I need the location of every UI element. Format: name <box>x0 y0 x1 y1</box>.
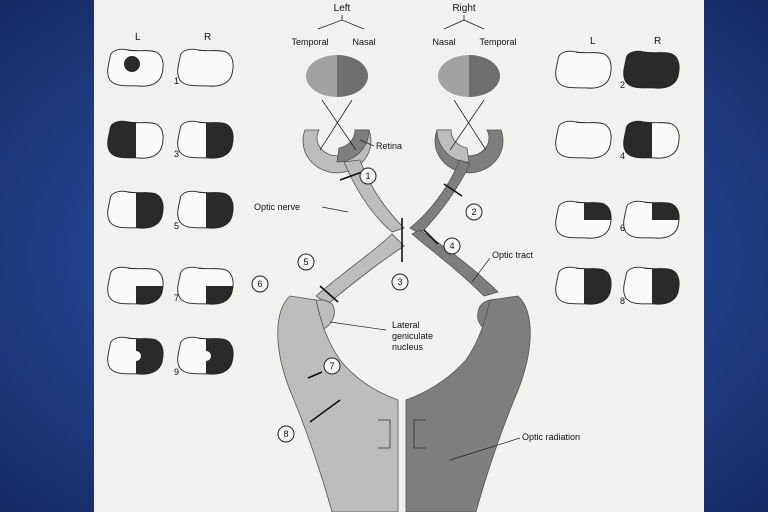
field-loss-shading <box>584 201 612 220</box>
right-optic-radiation <box>405 295 531 512</box>
diagram-page: Left Right Temporal Nasal Nasal Temporal <box>94 0 704 512</box>
left-optic-radiation <box>277 295 399 512</box>
left-nasal-label: Nasal <box>352 37 375 47</box>
right-eye-visual-field <box>438 55 500 97</box>
right-calcarine-fissure <box>413 419 426 449</box>
right-field-header-L: L <box>590 36 596 47</box>
field-oval-l <box>107 336 164 375</box>
right-field-header-R: R <box>654 36 661 47</box>
optic-radiation-label: Optic radiation <box>522 432 580 442</box>
field-loss-shading <box>623 51 680 89</box>
visual-pathway-diagram: Left Right Temporal Nasal Nasal Temporal <box>107 3 680 512</box>
field-loss-shading <box>136 191 164 229</box>
optic-tract-label: Optic tract <box>492 250 534 260</box>
lesion-4: 4 <box>449 241 454 251</box>
left-temporal-label: Temporal <box>291 37 328 47</box>
field-defect-6: 6 <box>555 200 680 239</box>
field-defect-8: 8 <box>555 266 680 306</box>
field-oval-l <box>107 120 164 159</box>
left-field-header-R: R <box>204 32 211 43</box>
field-defect-number: 3 <box>174 149 179 159</box>
right-temporal-label: Temporal <box>479 37 516 47</box>
lgn-label-line2: geniculate <box>392 331 433 341</box>
field-oval-r <box>623 200 680 239</box>
field-oval-l <box>555 120 612 159</box>
lgn-label-line3: nucleus <box>392 342 424 352</box>
field-loss-shading <box>131 337 164 375</box>
field-loss-shading <box>623 121 652 159</box>
field-oval-l <box>555 50 612 89</box>
lesion-1: 1 <box>365 171 370 181</box>
lesion-6: 6 <box>257 279 262 289</box>
lesion-2: 2 <box>471 207 476 217</box>
label-leader-lines <box>321 139 521 461</box>
light-ray-arrows <box>319 99 487 151</box>
field-defect-number: 9 <box>174 367 179 377</box>
field-oval-r <box>623 266 680 305</box>
central-scotoma <box>124 56 140 72</box>
field-defect-1: 1 <box>107 48 234 87</box>
right-nasal-label: Nasal <box>432 37 455 47</box>
field-loss-shading <box>107 121 136 159</box>
field-oval-l <box>555 266 612 305</box>
lesion-8: 8 <box>283 429 288 439</box>
field-loss-shading <box>136 286 164 305</box>
field-loss-shading <box>652 201 680 220</box>
field-oval-r <box>177 120 234 159</box>
field-oval-r <box>623 120 680 159</box>
left-calcarine-fissure <box>378 419 391 449</box>
macular-sparing <box>131 351 141 361</box>
field-oval-l <box>107 48 164 87</box>
field-loss-shading <box>652 267 680 305</box>
field-loss-shading <box>201 337 234 375</box>
left-field-header-L: L <box>135 32 141 43</box>
field-defect-5: 5 <box>107 190 234 231</box>
right-eye-label: Right <box>452 3 476 14</box>
field-oval-r <box>623 50 680 89</box>
field-defect-number: 6 <box>620 223 625 233</box>
field-oval-r <box>177 336 234 375</box>
field-defect-number: 4 <box>620 151 625 161</box>
lesion-7: 7 <box>329 361 334 371</box>
field-oval-l <box>107 190 164 229</box>
field-oval-r <box>177 48 234 87</box>
pathway-shapes <box>277 129 531 512</box>
field-oval-r <box>177 190 234 229</box>
left-eye-label: Left <box>334 3 351 14</box>
lesion-number-group: 1 2 3 4 5 6 7 8 <box>251 167 483 443</box>
field-loss-shading <box>206 121 234 159</box>
visual-field-defect-panels: 1 2 3 4 5 6 7 8 9 <box>107 48 680 377</box>
field-defect-4: 4 <box>555 120 680 161</box>
macular-sparing <box>201 351 211 361</box>
lgn-label-line1: Lateral <box>392 320 420 330</box>
right-optic-nerve <box>409 159 471 235</box>
right-eye-bracket <box>443 15 485 30</box>
field-defect-number: 5 <box>174 221 179 231</box>
field-defect-number: 2 <box>620 80 625 90</box>
left-eye-bracket <box>317 15 365 30</box>
field-defect-number: 7 <box>174 293 179 303</box>
field-oval-r <box>177 266 234 305</box>
field-defect-9: 9 <box>107 336 234 377</box>
field-loss-shading <box>206 191 234 229</box>
left-eye-visual-field <box>306 55 368 97</box>
field-defect-number: 8 <box>620 296 625 306</box>
retina-label: Retina <box>376 141 402 151</box>
field-oval-l <box>107 266 164 305</box>
field-defect-2: 2 <box>555 50 680 90</box>
lesion-5: 5 <box>303 257 308 267</box>
field-defect-7: 7 <box>107 266 234 305</box>
field-loss-shading <box>206 286 234 305</box>
field-defect-number: 1 <box>174 76 179 86</box>
lesion-3: 3 <box>397 277 402 287</box>
field-loss-shading <box>584 267 612 305</box>
lesion-markers <box>307 171 463 423</box>
field-defect-3: 3 <box>107 120 234 159</box>
optic-nerve-label: Optic nerve <box>254 202 300 212</box>
field-oval-l <box>555 200 612 239</box>
